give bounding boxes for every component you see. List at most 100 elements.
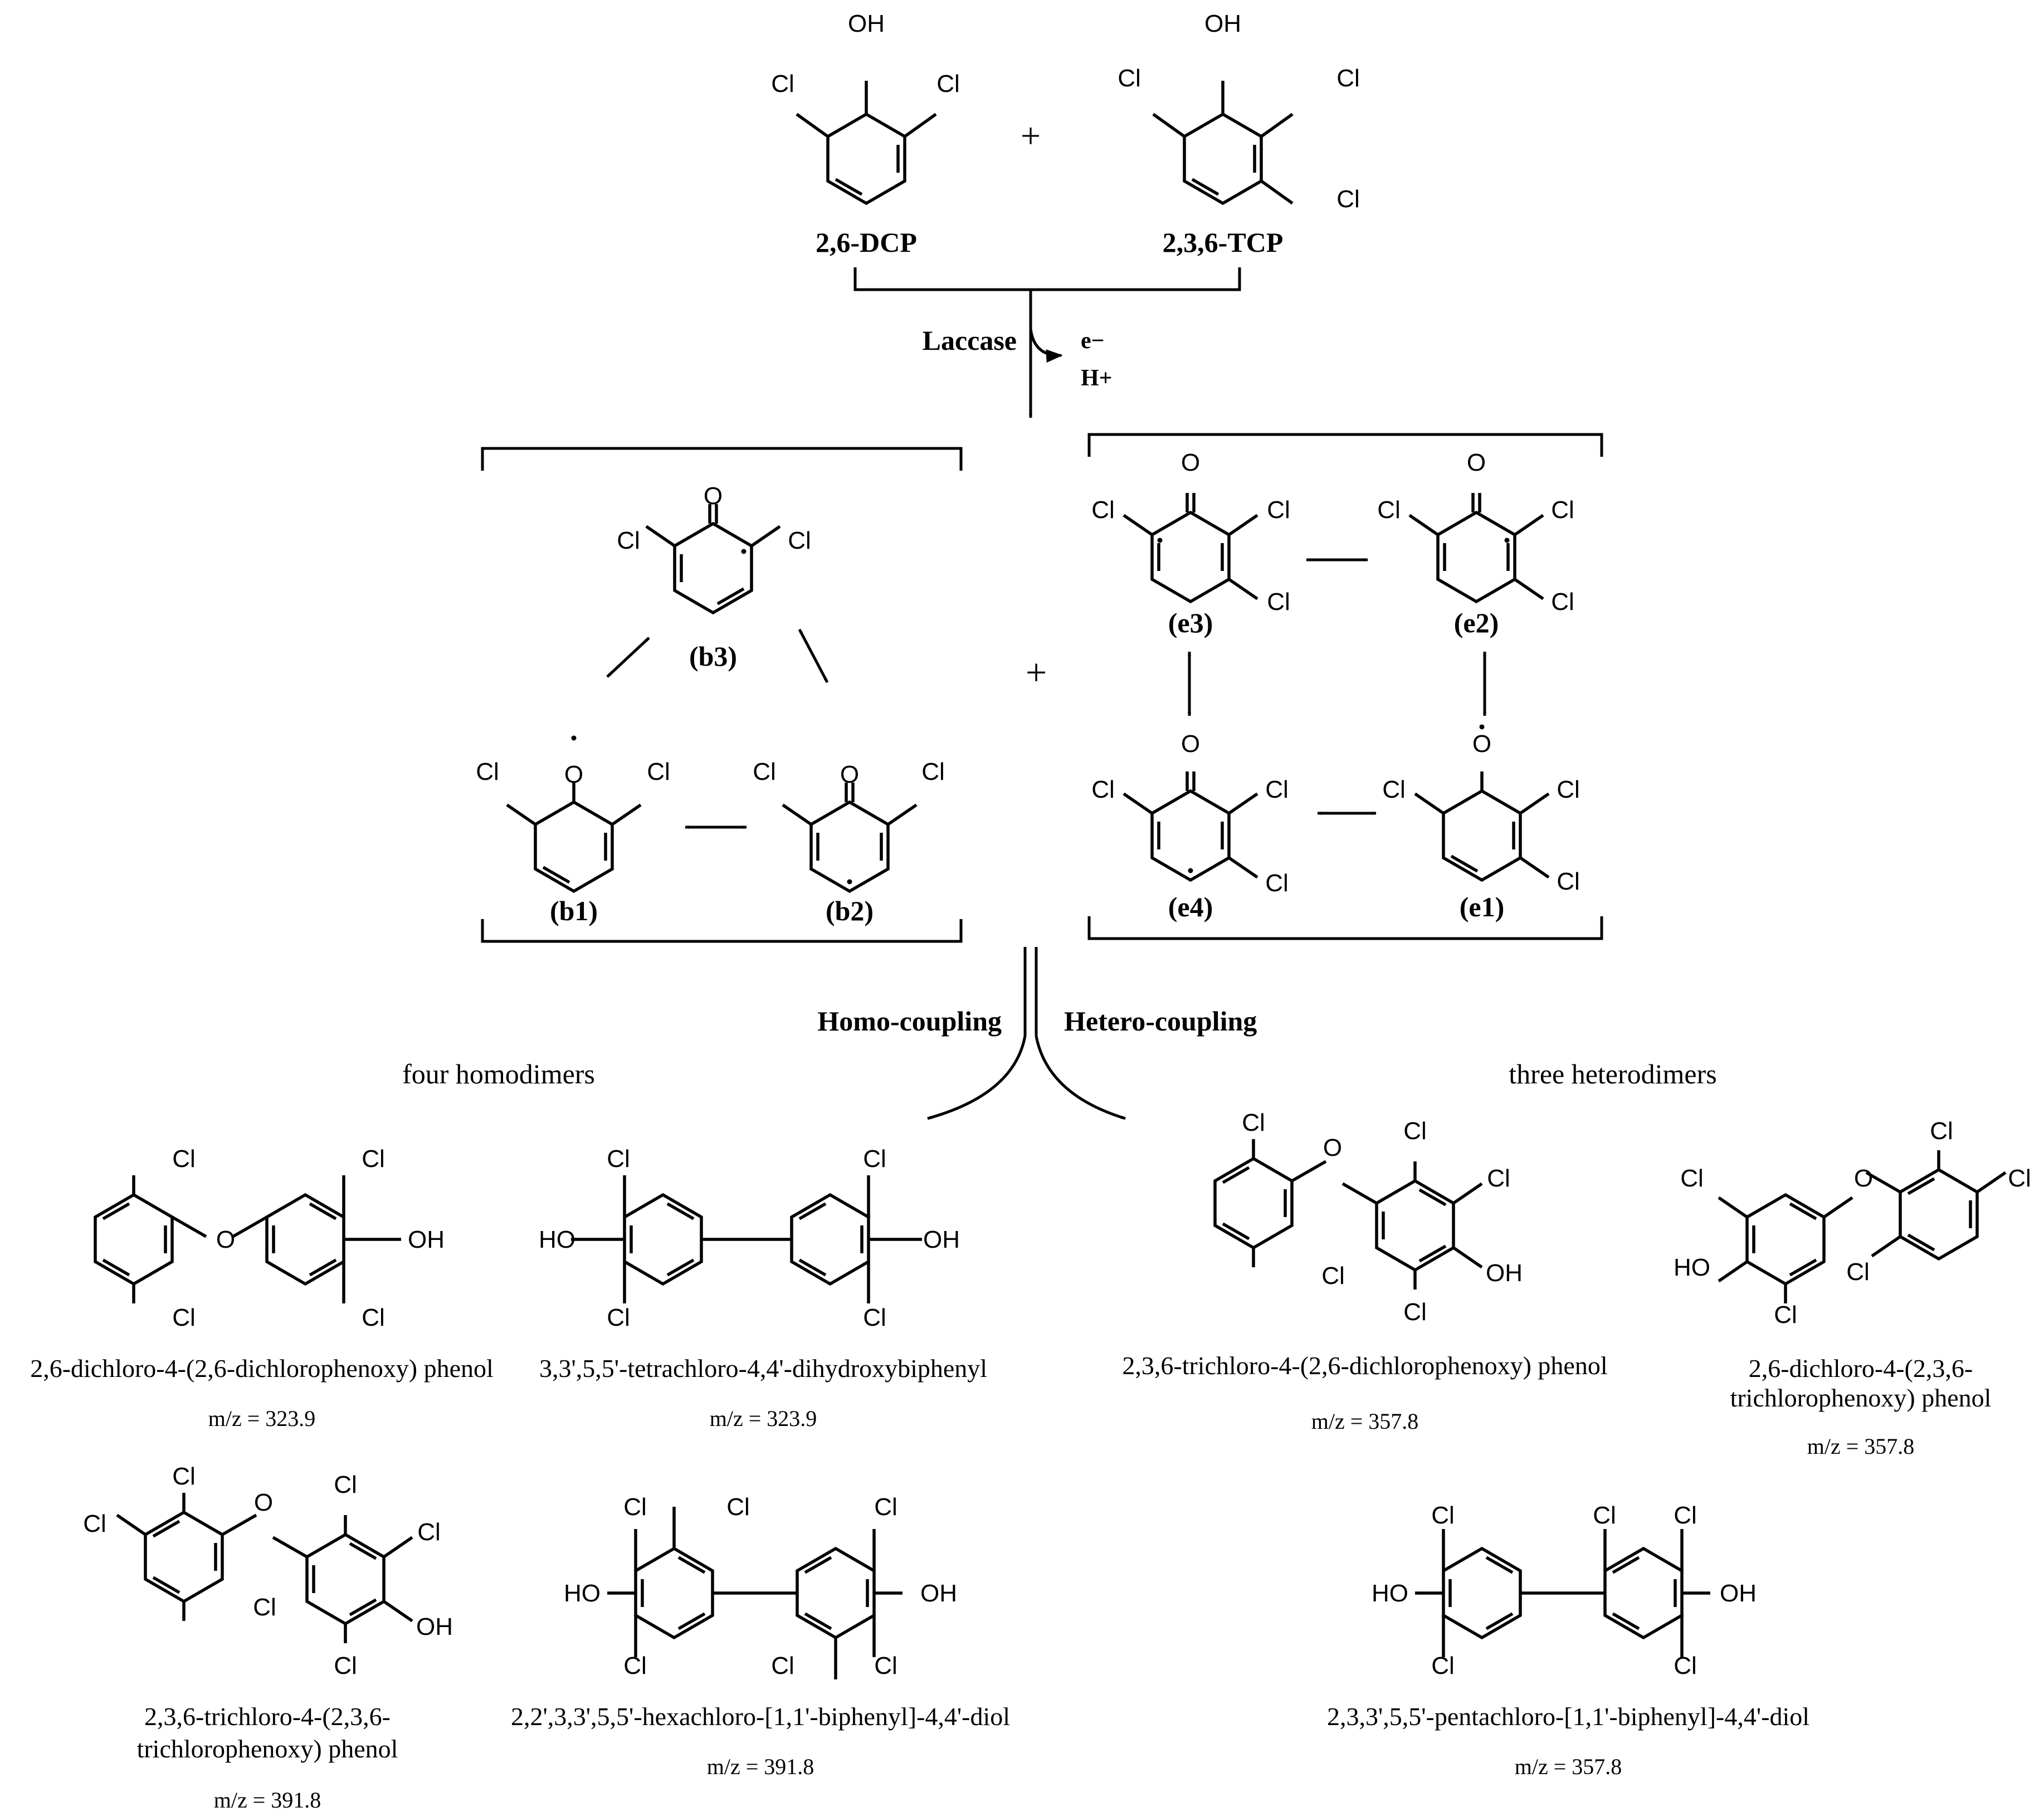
hydroxyl-label: OH xyxy=(1204,10,1241,37)
chlorine-label: Cl xyxy=(1551,588,1574,616)
mass-to-charge: m/z = 391.8 xyxy=(214,1787,321,1813)
radical-b1: O Cl Cl (b1) xyxy=(476,735,670,926)
chlorine-label: Cl xyxy=(771,1652,794,1679)
product-name: 2,2',3,3',5,5'-hexachloro-[1,1'-biphenyl… xyxy=(511,1702,1010,1731)
reactant-2-6-dcp: OH Cl Cl 2,6-DCP xyxy=(771,10,960,258)
mass-to-charge: m/z = 323.9 xyxy=(208,1406,316,1431)
product-heterodimer-1: Cl O Cl Cl Cl OH Cl 2,3,6-trichloro-4-(2… xyxy=(1122,1109,1607,1434)
product-name: 2,6-dichloro-4-(2,6-dichlorophenoxy) phe… xyxy=(30,1354,494,1383)
chlorine-label: Cl xyxy=(1091,776,1115,803)
homodimers-label: four homodimers xyxy=(402,1058,595,1090)
chlorine-label: Cl xyxy=(1674,1502,1697,1529)
plus-sign: + xyxy=(1021,116,1041,155)
hydroxyl-label: HO xyxy=(539,1226,575,1253)
radical-label: (b1) xyxy=(550,895,598,926)
chlorine-label: Cl xyxy=(623,1652,647,1679)
product-name-line: trichlorophenoxy) phenol xyxy=(1730,1384,1992,1412)
oxygen-label: O xyxy=(1181,730,1200,758)
enzyme-label: Laccase xyxy=(923,325,1017,356)
radical-label: (b3) xyxy=(689,641,737,672)
chlorine-label: Cl xyxy=(1242,1109,1265,1136)
mass-to-charge: m/z = 391.8 xyxy=(707,1754,814,1779)
dcp-radical-bracket xyxy=(481,447,963,943)
radical-label: (b2) xyxy=(826,895,874,926)
product-name: 3,3',5,5'-tetrachloro-4,4'-dihydroxybiph… xyxy=(539,1354,987,1383)
product-heterodimer-2: Cl HO Cl O Cl Cl Cl 2,6-dichloro-4-(2,3,… xyxy=(1674,1117,2031,1459)
product-homodimer-4: Cl Cl HO Cl Cl OH Cl Cl 2,2',3,3',5,5'-h… xyxy=(511,1493,1010,1779)
chlorine-label: Cl xyxy=(617,527,640,554)
radical-e2: O Cl Cl Cl (e2) xyxy=(1377,449,1574,638)
chlorine-label: Cl xyxy=(1487,1165,1510,1192)
hydroxyl-label: OH xyxy=(920,1580,957,1607)
chlorine-label: Cl xyxy=(936,70,960,97)
oxygen-label: O xyxy=(1472,730,1491,758)
chlorine-label: Cl xyxy=(1674,1652,1697,1679)
chlorine-label: Cl xyxy=(1557,776,1580,803)
product-name-line: trichlorophenoxy) phenol xyxy=(137,1735,398,1763)
chlorine-label: Cl xyxy=(1336,185,1360,213)
plus-sign: + xyxy=(1026,651,1047,693)
chlorine-label: Cl xyxy=(1774,1301,1797,1328)
chlorine-label: Cl xyxy=(1267,496,1290,524)
chlorine-label: Cl xyxy=(253,1594,276,1621)
oxygen-label: O xyxy=(216,1226,235,1253)
reactant-2-3-6-tcp: OH Cl Cl Cl 2,3,6-TCP xyxy=(1118,10,1360,258)
laccase-reaction-arrow xyxy=(853,267,1241,418)
hydroxyl-label: HO xyxy=(564,1580,601,1607)
mass-to-charge: m/z = 357.8 xyxy=(1515,1754,1622,1779)
product-homodimer-3: Cl Cl Cl O Cl Cl OH Cl 2,3,6-trichloro-4… xyxy=(83,1463,453,1813)
chlorine-label: Cl xyxy=(1382,776,1406,803)
radical-label: (e2) xyxy=(1454,607,1499,638)
product-name: 2,3,3',5,5'-pentachloro-[1,1'-biphenyl]-… xyxy=(1327,1702,1809,1731)
product-homodimer-1: Cl Cl O Cl Cl OH 2,6-dichloro-4-(2,6-dic… xyxy=(30,1145,494,1431)
chlorine-label: Cl xyxy=(1118,65,1141,92)
chlorine-label: Cl xyxy=(334,1471,357,1498)
chlorine-label: Cl xyxy=(647,758,670,785)
chlorine-label: Cl xyxy=(1265,776,1289,803)
dcp-resonance-arrows xyxy=(606,628,829,829)
hydroxyl-label: OH xyxy=(1486,1259,1523,1287)
chlorine-label: Cl xyxy=(1431,1502,1455,1529)
radical-e1: O Cl Cl Cl (e1) xyxy=(1382,724,1580,922)
hydroxyl-label: OH xyxy=(848,10,885,37)
chlorine-label: Cl xyxy=(83,1510,106,1537)
mass-to-charge: m/z = 357.8 xyxy=(1807,1434,1915,1459)
oxygen-label: O xyxy=(1181,449,1200,476)
reactant-name: 2,3,6-TCP xyxy=(1163,227,1284,258)
chlorine-label: Cl xyxy=(1593,1502,1616,1529)
chlorine-label: Cl xyxy=(1403,1298,1427,1326)
hydroxyl-label: OH xyxy=(923,1226,960,1253)
tcp-resonance-arrows xyxy=(1187,558,1487,815)
hydroxyl-label: OH xyxy=(416,1613,453,1640)
coupling-arrows xyxy=(927,947,1126,1120)
chlorine-label: Cl xyxy=(623,1493,647,1521)
proton-label: H+ xyxy=(1081,365,1113,391)
chlorine-label: Cl xyxy=(921,758,945,785)
chlorine-label: Cl xyxy=(1377,496,1401,524)
chlorine-label: Cl xyxy=(1321,1262,1345,1290)
oxygen-label: O xyxy=(254,1489,273,1516)
chlorine-label: Cl xyxy=(1431,1652,1455,1679)
hydroxyl-label: HO xyxy=(1674,1254,1710,1281)
radical-e3: O Cl Cl Cl (e3) xyxy=(1091,449,1290,638)
oxygen-label: O xyxy=(1467,449,1486,476)
hetero-coupling-label: Hetero-coupling xyxy=(1064,1005,1257,1037)
mass-to-charge: m/z = 323.9 xyxy=(710,1406,817,1431)
chlorine-label: Cl xyxy=(1680,1165,1704,1192)
oxygen-label: O xyxy=(704,482,723,510)
radical-label: (e4) xyxy=(1168,891,1213,922)
tcp-radical-bracket xyxy=(1087,433,1603,940)
oxygen-label: O xyxy=(840,761,859,788)
chlorine-label: Cl xyxy=(1930,1117,1953,1145)
heterodimers-label: three heterodimers xyxy=(1509,1058,1716,1090)
chlorine-label: Cl xyxy=(172,1304,196,1331)
chlorine-label: Cl xyxy=(788,527,811,554)
oxygen-label: O xyxy=(564,761,583,788)
radical-label: (e3) xyxy=(1168,607,1213,638)
chlorine-label: Cl xyxy=(172,1145,196,1173)
chlorine-label: Cl xyxy=(1551,496,1574,524)
hydroxyl-label: OH xyxy=(1720,1580,1757,1607)
product-name: 2,3,6-trichloro-4-(2,6-dichlorophenoxy) … xyxy=(1122,1351,1607,1380)
homo-coupling-label: Homo-coupling xyxy=(817,1005,1002,1037)
